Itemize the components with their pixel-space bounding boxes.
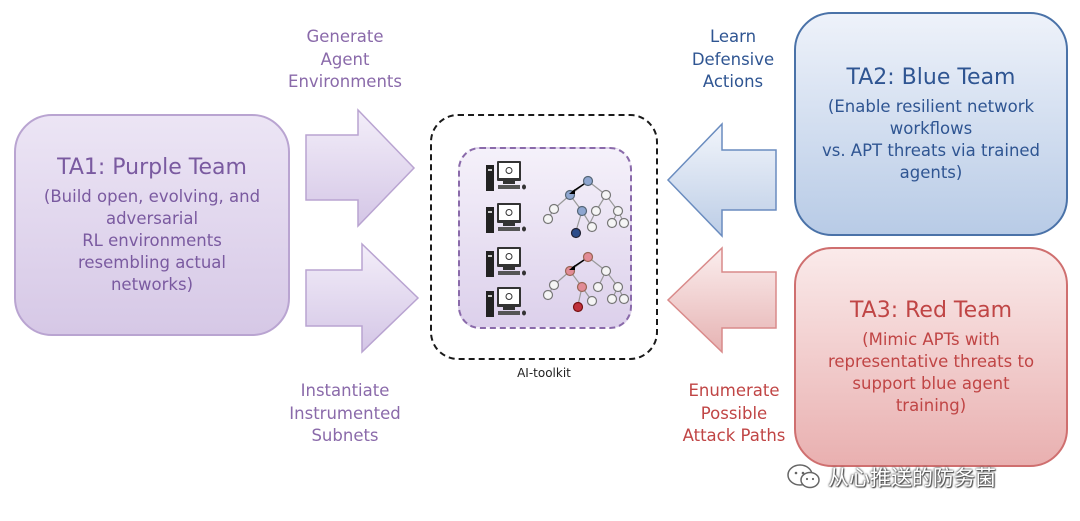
learn-label: Learn Defensive Actions [691, 27, 775, 91]
blue-attack-tree [542, 175, 630, 239]
red-attack-tree [542, 251, 630, 313]
toolkit-label: AI-toolkit [517, 366, 571, 380]
ta2-blue-team-box: TA2: Blue Team (Enable resilient network… [794, 12, 1068, 236]
wechat-icon [787, 464, 820, 489]
watermark: 从心推送的防务菌 [786, 462, 1056, 492]
instantiate-arrow [305, 242, 420, 354]
enumerate-label: Enumerate Possible Attack Paths [682, 381, 786, 445]
ta2-description: (Enable resilient network workflows vs. … [821, 96, 1041, 182]
watermark-text: 从心推送的防务菌 [828, 466, 996, 490]
ta1-title: TA1: Purple Team [57, 154, 247, 180]
instantiate-label: Instantiate Instrumented Subnets [289, 381, 401, 445]
ta3-red-team-box: TA3: Red Team (Mimic APTs with represent… [794, 247, 1068, 467]
toolkit-frame [430, 114, 658, 360]
toolkit-graphics [486, 161, 630, 317]
computer-icon-1 [486, 161, 526, 191]
ta2-title: TA2: Blue Team [846, 64, 1016, 90]
ta1-purple-team-box: TA1: Purple Team (Build open, evolving, … [14, 114, 290, 336]
computer-icon-2 [486, 203, 526, 233]
ta3-title: TA3: Red Team [849, 297, 1013, 323]
generate-label: Generate Agent Environments [288, 27, 402, 91]
generate-arrow [305, 108, 416, 228]
learn-arrow [666, 122, 777, 238]
ta3-description: (Mimic APTs with representative threats … [827, 329, 1035, 415]
ta1-description: (Build open, evolving, and adversarial R… [43, 186, 261, 294]
computer-icon-4 [486, 287, 526, 317]
enumerate-arrow [666, 246, 777, 354]
computer-icon-3 [486, 247, 526, 277]
